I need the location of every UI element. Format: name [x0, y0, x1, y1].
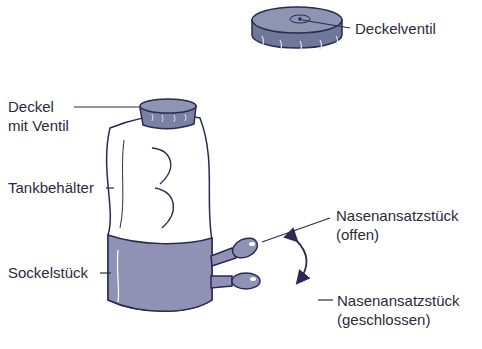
part-label: Deckelventil [355, 19, 436, 38]
cap-separate [252, 7, 342, 51]
rotation-arrow [296, 240, 307, 282]
part-label: Deckel mit Ventil [8, 97, 74, 135]
part-label: Nasenansatzstück (geschlossen) [337, 291, 477, 329]
nose-piece-closed [211, 273, 260, 289]
inhaler-body [107, 115, 212, 312]
part-label: Sockelstück [8, 263, 88, 282]
nose-piece-open [211, 234, 261, 266]
leader-lines [74, 20, 350, 300]
part-label: Tankbehälter [8, 178, 94, 197]
cap-on-device [140, 99, 196, 129]
part-label: Nasenansatzstück (offen) [336, 206, 476, 244]
